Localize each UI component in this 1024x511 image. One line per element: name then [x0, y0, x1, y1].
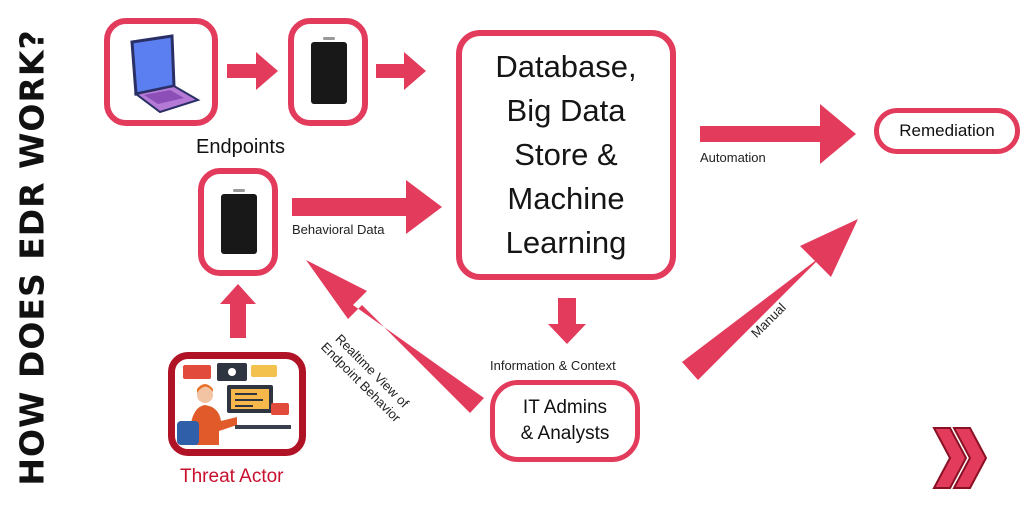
arrow-manual [682, 219, 858, 380]
phone-endpoint-box-top [288, 18, 368, 126]
arrow-laptop-to-phone [227, 52, 278, 90]
arrow-realtime-view [306, 260, 484, 413]
hacker-illustration [177, 363, 291, 445]
information-context-label: Information & Context [490, 358, 616, 373]
behavioral-data-label: Behavioral Data [292, 222, 385, 237]
arrow-phone-to-database [376, 52, 426, 90]
chevron-logo [932, 427, 988, 489]
arrow-automation [700, 104, 856, 164]
remediation-node: Remediation [874, 108, 1020, 154]
database-label: Database, Big Data Store & Machine Learn… [495, 49, 637, 260]
it-admins-label: IT Admins & Analysts [520, 397, 610, 444]
arrow-threat-to-phone [220, 284, 256, 338]
arrow-information-context [548, 298, 586, 344]
remediation-label: Remediation [899, 121, 995, 140]
it-admins-node: IT Admins & Analysts [490, 380, 640, 462]
threat-actor-box [168, 352, 306, 456]
laptop-endpoint-box [104, 18, 218, 126]
phone-icon [221, 189, 257, 254]
threat-actor-label: Threat Actor [180, 466, 284, 487]
database-box: Database, Big Data Store & Machine Learn… [456, 30, 676, 280]
automation-label: Automation [700, 150, 766, 165]
phone-icon [311, 37, 347, 104]
laptop-icon [130, 34, 201, 114]
phone-endpoint-box-bottom [198, 168, 278, 276]
arrow-behavioral-data [292, 180, 442, 234]
endpoints-label: Endpoints [196, 136, 285, 158]
